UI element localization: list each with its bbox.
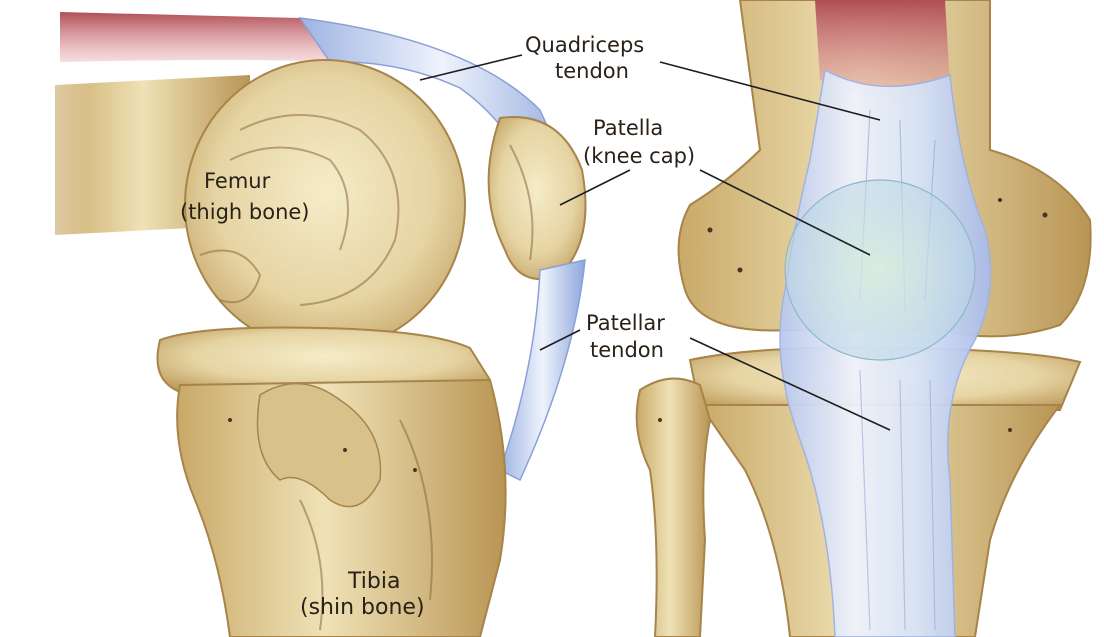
front-view-knee bbox=[637, 0, 1091, 637]
fibula-front bbox=[637, 379, 710, 637]
patella-side bbox=[489, 117, 586, 279]
patellar-label-line2: tendon bbox=[590, 338, 664, 362]
patella-label-line2: (knee cap) bbox=[583, 144, 695, 168]
side-view-knee bbox=[0, 12, 586, 637]
patellar-label-line1: Patellar bbox=[586, 311, 665, 335]
patella-front bbox=[785, 180, 975, 360]
femur-label-line1: Femur bbox=[204, 169, 271, 193]
femur-label-line2: (thigh bone) bbox=[180, 200, 310, 224]
patellar-tendon-side bbox=[500, 260, 585, 480]
tibia-label-line1: Tibia bbox=[347, 569, 400, 594]
tibia-label-line2: (shin bone) bbox=[300, 595, 425, 620]
quadriceps-label-line1: Quadriceps bbox=[525, 33, 644, 57]
quadriceps-label-line2: tendon bbox=[555, 59, 629, 83]
patella-label-line1: Patella bbox=[593, 116, 663, 140]
